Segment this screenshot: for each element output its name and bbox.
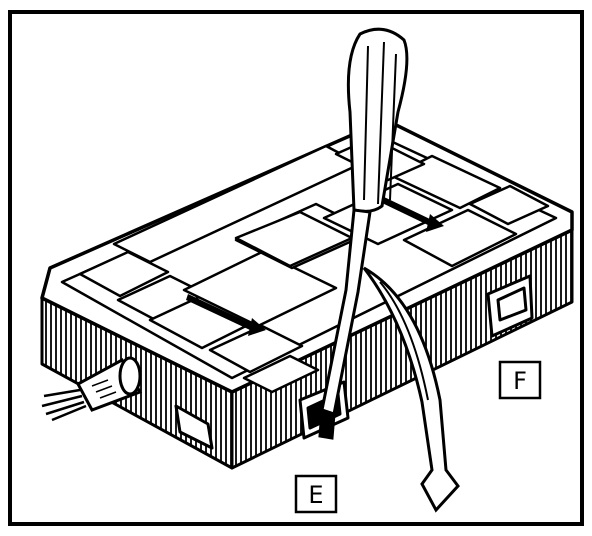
side-latch (174, 404, 214, 450)
slide-arrows (186, 196, 444, 336)
release-arrow (362, 266, 460, 513)
callout-e-label: E (308, 481, 323, 509)
callout-f-label: F (513, 367, 527, 395)
cable (41, 356, 143, 422)
callout-e: E (294, 474, 338, 514)
compartment-grid (78, 136, 550, 394)
callout-f: F (498, 360, 542, 400)
screwdriver (318, 27, 409, 440)
locking-tab-f (486, 274, 534, 338)
